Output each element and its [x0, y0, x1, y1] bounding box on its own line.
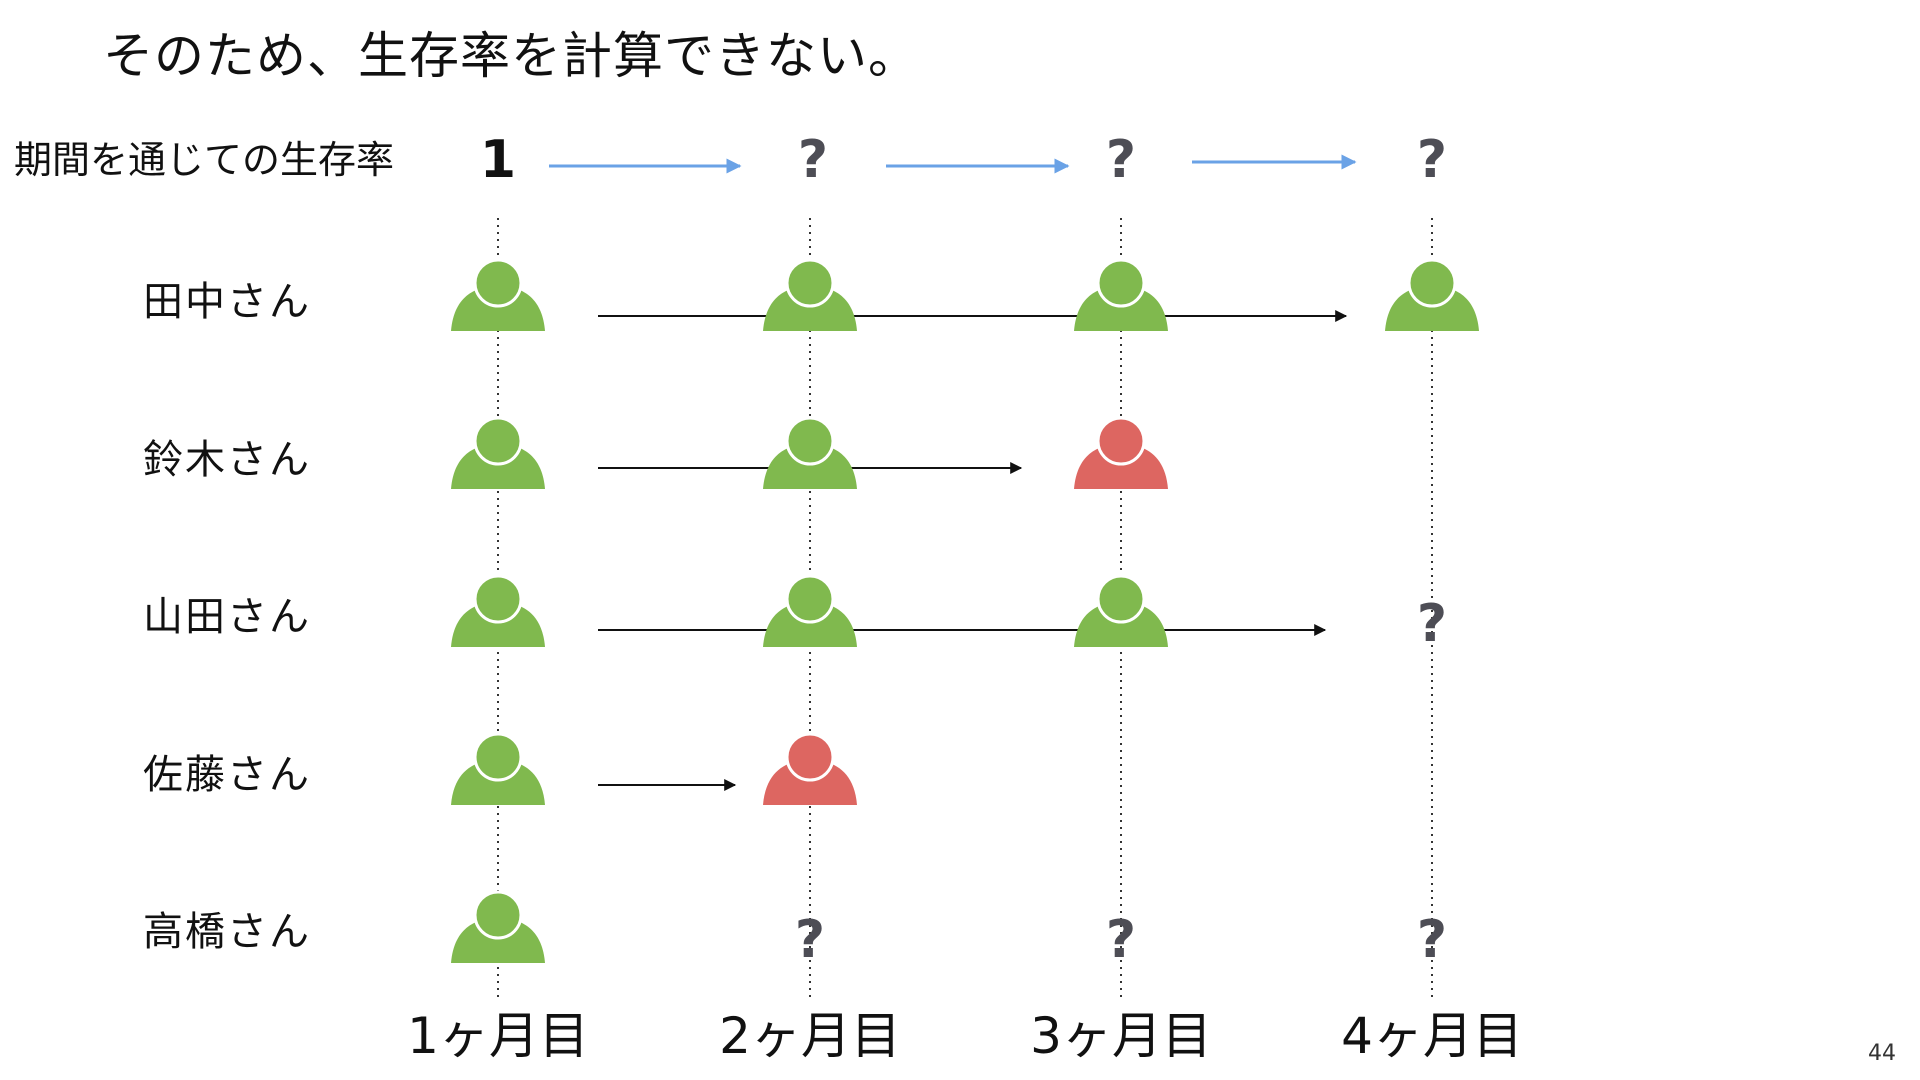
person-icon-sato-month-2-dead — [763, 732, 857, 805]
unknown-marker-takahashi-month-4: ? — [1416, 910, 1448, 970]
person-icon-tanaka-month-1-alive — [451, 258, 545, 331]
person-icon-sato-month-1-alive — [451, 732, 545, 805]
person-icon-tanaka-month-3-alive — [1074, 258, 1168, 331]
survival-arrows — [549, 154, 1357, 174]
person-icon-yamada-month-2-alive — [763, 574, 857, 647]
person-icon-takahashi-month-1-alive — [451, 890, 545, 963]
unknown-marker-yamada-month-4: ? — [1416, 594, 1448, 654]
month-label-4: 4ヶ月目 — [1341, 1007, 1523, 1065]
slide-title: そのため、生存率を計算できない。 — [103, 27, 919, 85]
survival-value-month-2: ? — [797, 130, 829, 190]
page-number: 44 — [1868, 1041, 1896, 1066]
survival-value-month-3: ? — [1105, 130, 1137, 190]
person-name-suzuki: 鈴木さん — [143, 437, 311, 483]
month-guide-lines — [497, 218, 1433, 1000]
unknown-marker-takahashi-month-3: ? — [1105, 910, 1137, 970]
survival-value-month-1: 1 — [479, 130, 517, 190]
month-label-1: 1ヶ月目 — [407, 1007, 589, 1065]
month-label-3: 3ヶ月目 — [1030, 1007, 1212, 1065]
person-icon-suzuki-month-2-alive — [763, 416, 857, 489]
person-name-sato: 佐藤さん — [143, 752, 311, 798]
person-name-yamada: 山田さん — [143, 594, 311, 640]
person-icon-yamada-month-1-alive — [451, 574, 545, 647]
person-name-tanaka: 田中さん — [143, 279, 311, 325]
survival-rate-label: 期間を通じての生存率 — [14, 138, 395, 182]
person-icon-suzuki-month-3-dead — [1074, 416, 1168, 489]
timeline-arrows — [598, 310, 1348, 791]
person-icon-suzuki-month-1-alive — [451, 416, 545, 489]
unknown-marker-takahashi-month-2: ? — [794, 910, 826, 970]
person-icon-tanaka-month-2-alive — [763, 258, 857, 331]
month-label-2: 2ヶ月目 — [719, 1007, 901, 1065]
person-icon-tanaka-month-4-alive — [1385, 258, 1479, 331]
person-icons — [451, 258, 1479, 963]
person-icon-yamada-month-3-alive — [1074, 574, 1168, 647]
person-name-takahashi: 高橋さん — [143, 909, 311, 955]
survival-value-month-4: ? — [1416, 130, 1448, 190]
